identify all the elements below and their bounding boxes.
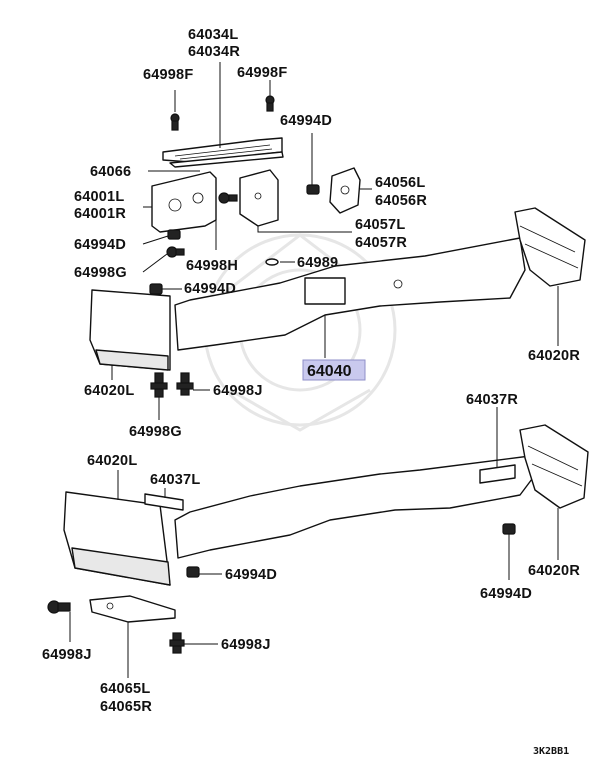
label-64998g-a[interactable]: 64998G [74,265,127,281]
label-64066[interactable]: 64066 [90,164,131,180]
label-64020r-b[interactable]: 64020R [528,563,580,579]
label-64994d-b[interactable]: 64994D [74,237,126,253]
label-64994d-c[interactable]: 64994D [184,281,236,297]
bracket-64037l [144,493,184,511]
label-64994d-e[interactable]: 64994D [480,586,532,602]
bracket-64037r [479,464,516,484]
bumper-stay [239,169,279,227]
nut-64994d-d [186,566,200,578]
bumper-arm-bracket [151,171,217,233]
label-64998h[interactable]: 64998H [186,258,238,274]
label-64065-l[interactable]: 64065L [100,681,150,697]
label-64998f-a[interactable]: 64998F [143,67,193,83]
bolt-64998f-b [265,95,275,112]
bumper-bar-upper [174,237,526,351]
label-64037r[interactable]: 64037R [466,392,518,408]
label-64998f-b[interactable]: 64998F [237,65,287,81]
bolt-64998j-c [169,632,185,654]
bumper-end-cap-left-upper [89,289,171,371]
label-64001-r[interactable]: 64001R [74,206,126,222]
stud-64998g-b [150,372,168,398]
label-64034-l[interactable]: 64034L [188,27,238,43]
bumper-center-plate [162,137,284,168]
label-64020l-b[interactable]: 64020L [87,453,137,469]
bolt-64998g-a [166,246,185,258]
label-64998j-c[interactable]: 64998J [221,637,271,653]
nut-64994d-c [149,283,163,295]
nut-64994d-a [306,184,320,195]
bumper-end-cap-right-lower [519,424,589,509]
nut-64994d-b [167,229,181,240]
label-64998j-b[interactable]: 64998J [42,647,92,663]
label-64034-r[interactable]: 64034R [188,44,240,60]
label-64057-r[interactable]: 64057R [355,235,407,251]
label-64056-r[interactable]: 64056R [375,193,427,209]
watermark-emblem [203,233,397,432]
bolt-64998f-a [170,113,180,131]
label-64994d-d[interactable]: 64994D [225,567,277,583]
bumper-end-cap-left-lower [63,491,171,586]
bumper-bracket-clip [329,167,361,214]
label-64998j-a[interactable]: 64998J [213,383,263,399]
label-64065-r[interactable]: 64065R [100,699,152,715]
label-64040-highlighted[interactable]: 64040 [307,363,352,380]
bumper-end-cap-right-upper [514,207,586,287]
bumper-bar-lower [174,455,536,559]
bolt-64998j-b [47,600,71,614]
label-64989[interactable]: 64989 [297,255,338,271]
leader-lines [69,62,559,678]
nut-64994d-e [502,523,516,535]
cap-64989 [265,258,279,266]
bracket-64065 [89,595,176,623]
label-64057-l[interactable]: 64057L [355,217,405,233]
label-64056-l[interactable]: 64056L [375,175,425,191]
drawing-code: 3K2BB1 [533,746,569,757]
bolt-64998h [218,192,238,204]
label-64994d-a[interactable]: 64994D [280,113,332,129]
label-64020l-a[interactable]: 64020L [84,383,134,399]
highlight-box-64040 [302,359,366,381]
stud-64998j-a [176,372,194,396]
label-64020r-a[interactable]: 64020R [528,348,580,364]
label-64037l[interactable]: 64037L [150,472,200,488]
label-64998g-b[interactable]: 64998G [129,424,182,440]
label-64001-l[interactable]: 64001L [74,189,124,205]
part-labels: 64034L 64034R 64998F 64998F 64994D 64066… [42,27,580,757]
